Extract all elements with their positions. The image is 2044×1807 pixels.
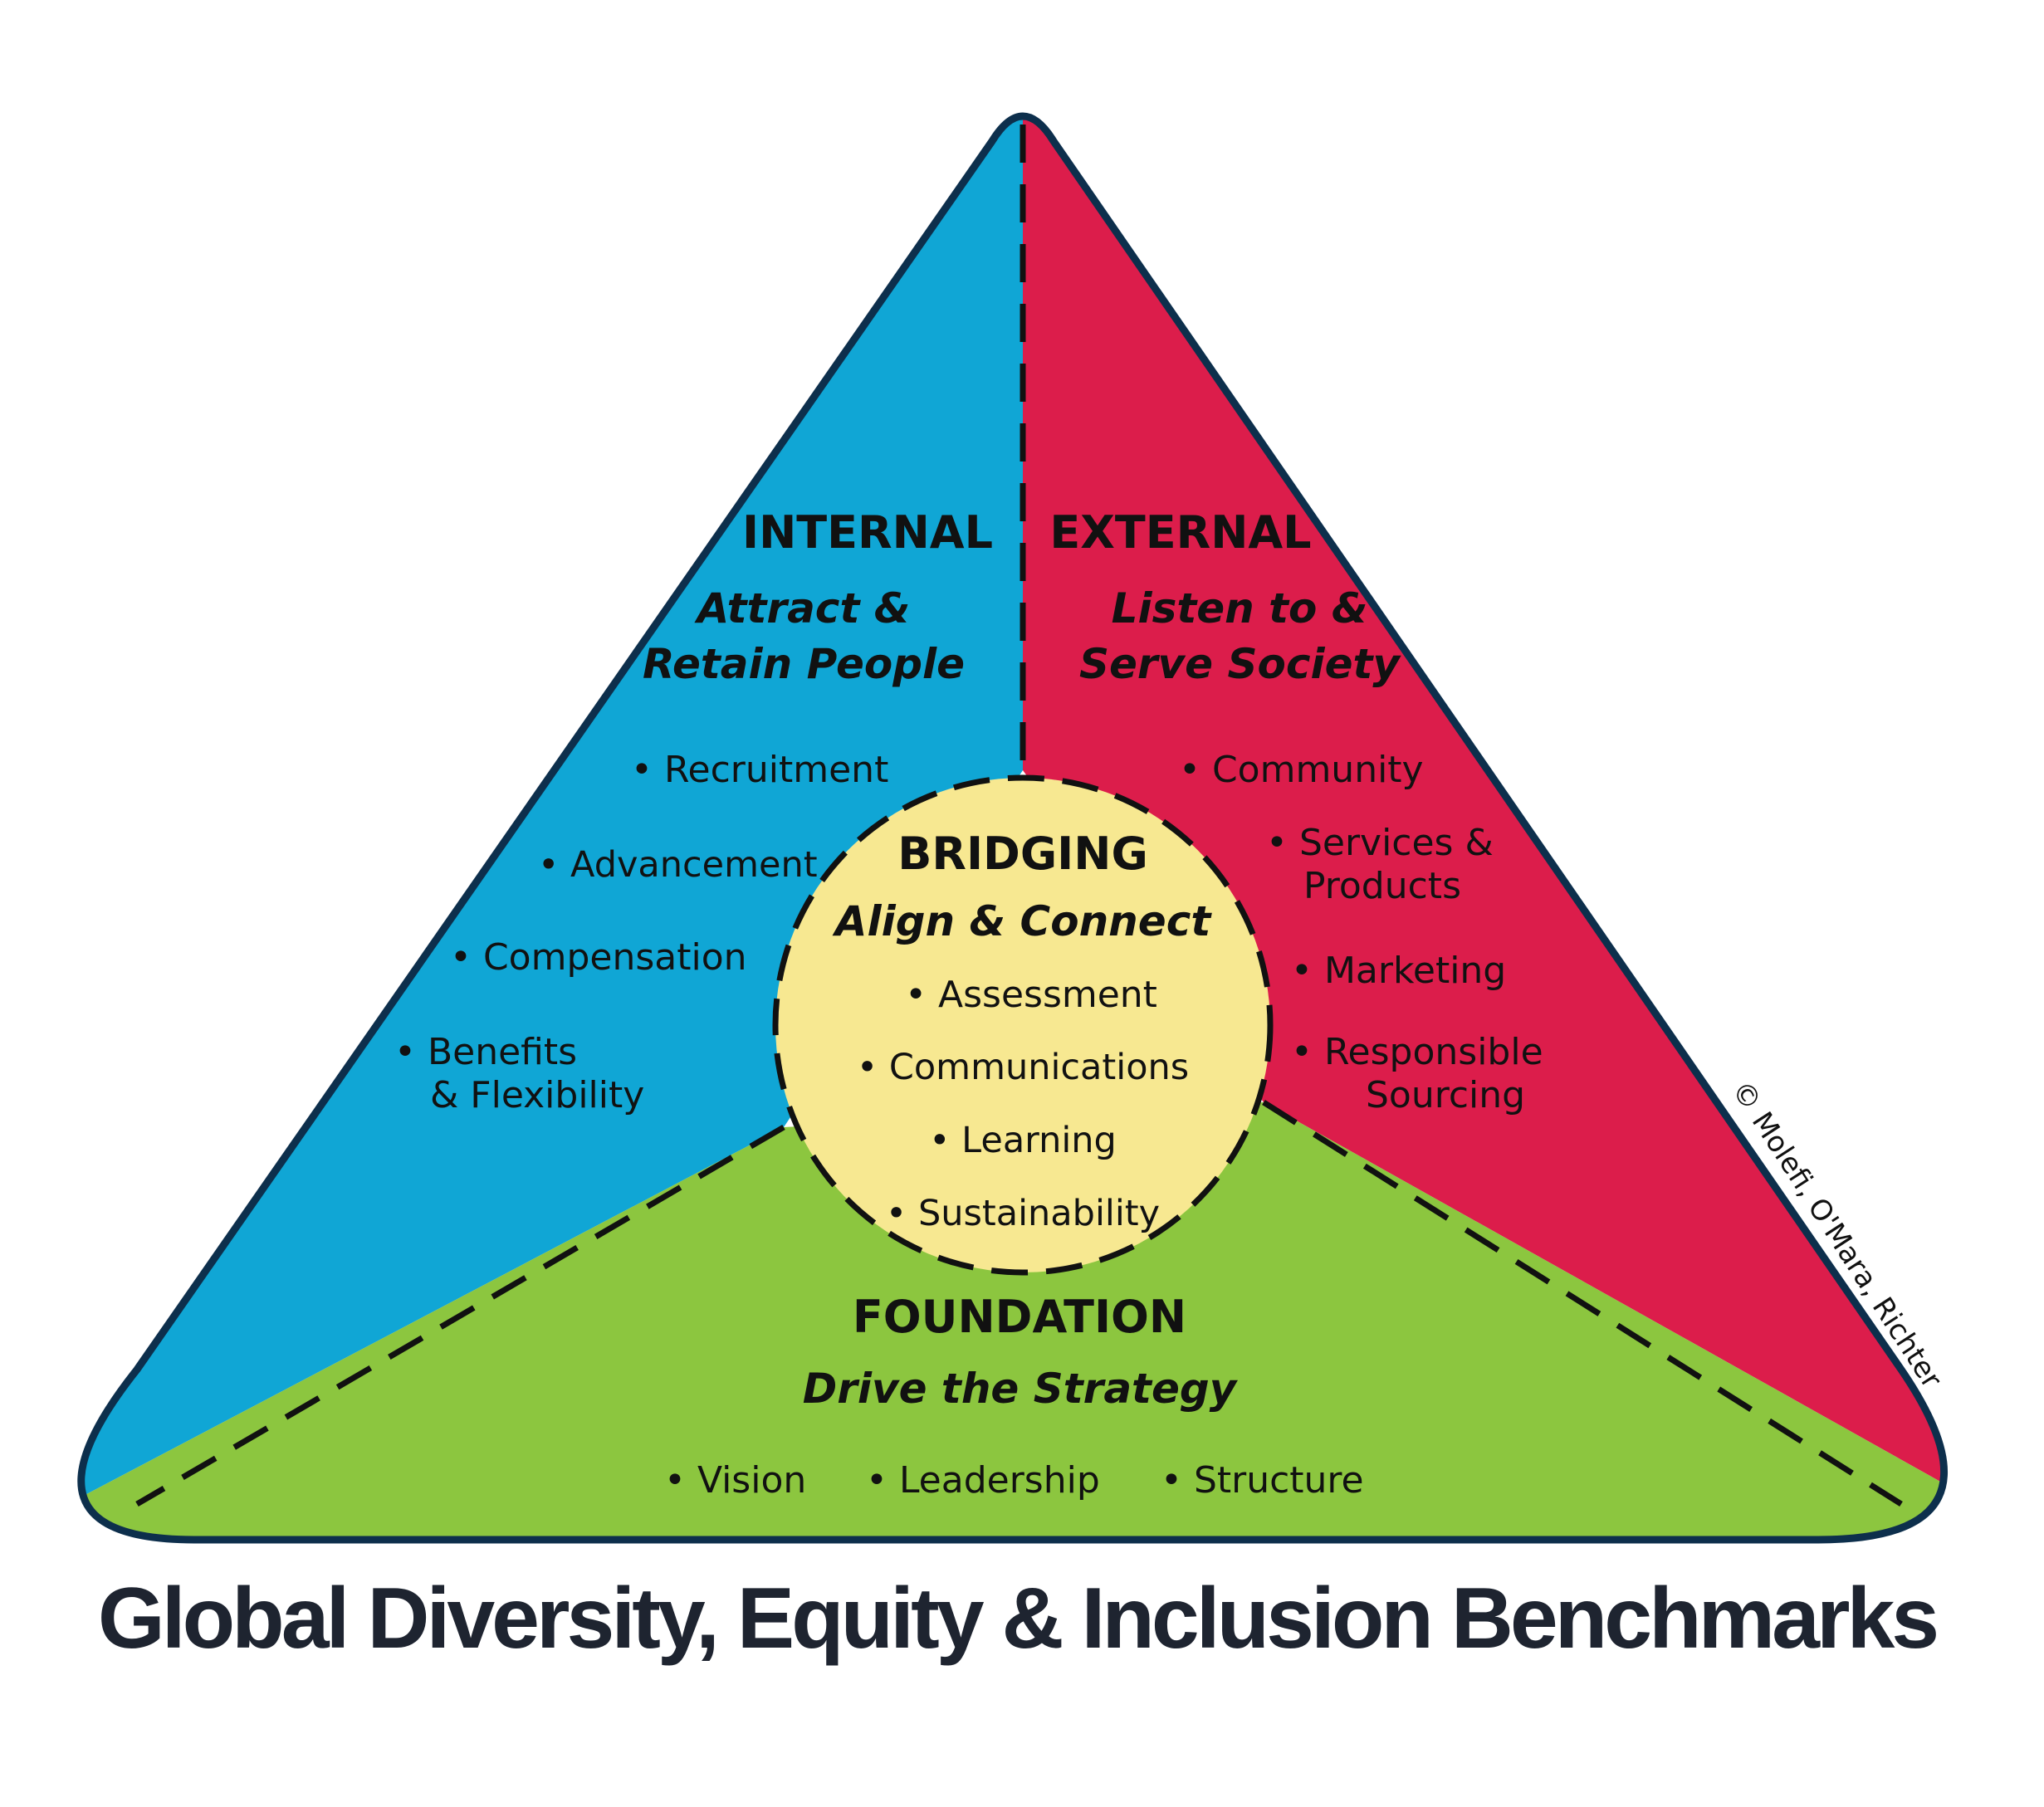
triangle-outline (77, 112, 1949, 1544)
internal-item-benefits: • Benefits (394, 1031, 577, 1073)
bridging-item-assessment: • Assessment (905, 974, 1157, 1016)
internal-heading: INTERNAL (742, 506, 993, 559)
divider-right (1262, 1100, 1903, 1507)
external-tagline-line1: Listen to & (1112, 584, 1368, 632)
external-item-products: Products (1303, 865, 1461, 907)
bridging-circle (772, 774, 1274, 1276)
bridging-item-learning: • Learning (929, 1120, 1117, 1161)
external-item-responsible: • Responsible (1291, 1031, 1543, 1073)
page-title: Global Diversity, Equity & Inclusion Ben… (98, 1570, 1936, 1667)
internal-item-recruitment: • Recruitment (631, 749, 888, 791)
internal-tagline-line2: Retain People (643, 640, 965, 688)
bridging-tagline: Align & Connect (832, 897, 1213, 945)
bridging-item-communications: • Communications (857, 1047, 1189, 1088)
external-item-community: • Community (1179, 749, 1424, 791)
external-item-sourcing: Sourcing (1366, 1074, 1525, 1116)
foundation-tagline: Drive the Strategy (803, 1365, 1239, 1413)
bridging-heading: BRIDGING (897, 828, 1148, 880)
external-item-services: • Services & (1266, 822, 1494, 864)
foundation-item-structure: • Structure (1161, 1459, 1364, 1502)
internal-tagline-line1: Attract & (694, 584, 911, 632)
dashed-dividers (135, 125, 1903, 1507)
divider-left (135, 1124, 785, 1507)
foundation-heading: FOUNDATION (853, 1291, 1186, 1343)
internal-item-compensation: • Compensation (450, 936, 747, 979)
external-heading: EXTERNAL (1049, 506, 1311, 559)
external-tagline-line2: Serve Society (1079, 640, 1401, 688)
foundation-item-vision: • Vision (664, 1459, 806, 1502)
bridging-item-sustainability: • Sustainability (886, 1193, 1160, 1234)
foundation-item-leadership: • Leadership (866, 1459, 1100, 1502)
external-item-marketing: • Marketing (1291, 950, 1506, 992)
internal-item-flexibility: & Flexibility (430, 1074, 644, 1116)
internal-item-advancement: • Advancement (538, 844, 818, 886)
foundation-sector (81, 1102, 1944, 1540)
